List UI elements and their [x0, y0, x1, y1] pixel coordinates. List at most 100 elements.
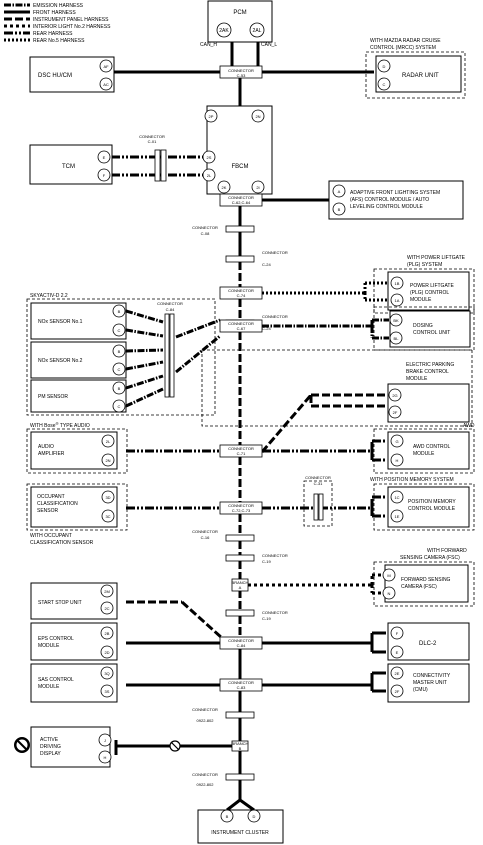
branch-a: BRANCH A [232, 578, 249, 592]
forward-sensing-camera-module: WITH FORWARD SENSING CAMERA (FSC) M N FO… [373, 548, 475, 607]
connector-c53: CONNECTOR C-53 [219, 65, 263, 79]
svg-text:C-24: C-24 [262, 326, 271, 331]
active-driving-display-module: ACTIVE DRIVING DISPLAY J H [14, 726, 112, 768]
svg-text:AWD CONTROL: AWD CONTROL [413, 444, 451, 450]
svg-text:0922-802: 0922-802 [197, 782, 215, 787]
svg-text:WITH POWER LIFTGATE: WITH POWER LIFTGATE [407, 255, 466, 261]
svg-text:(PLG) SYSTEM: (PLG) SYSTEM [407, 262, 442, 268]
branch-b: BRANCH B [232, 740, 249, 752]
legend-instrument-panel: INSTRUMENT PANEL HARNESS [33, 17, 109, 23]
svg-text:G: G [395, 439, 398, 444]
svg-text:PM SENSOR: PM SENSOR [38, 394, 68, 400]
svg-text:C-83: C-83 [237, 685, 246, 690]
svg-text:H: H [396, 458, 399, 463]
svg-text:B: B [118, 309, 121, 314]
svg-text:C-19: C-19 [262, 616, 271, 621]
svg-text:C: C [118, 328, 121, 333]
svg-text:2C: 2C [104, 606, 109, 611]
svg-text:POWER LIFTGATE: POWER LIFTGATE [410, 283, 454, 289]
eps-control-module: EPS CONTROL MODULE 2B 2D [30, 622, 118, 661]
svg-text:C-08: C-08 [201, 231, 210, 236]
svg-text:BRAKE CONTROL: BRAKE CONTROL [406, 369, 449, 375]
svg-text:CAMERA (FSC): CAMERA (FSC) [401, 584, 437, 590]
svg-text:3D: 3D [105, 495, 110, 500]
svg-text:C-31: C-31 [314, 481, 323, 486]
svg-text:MODULE: MODULE [38, 684, 60, 690]
svg-text:CONNECTOR: CONNECTOR [157, 301, 183, 306]
svg-text:CONNECTOR: CONNECTOR [228, 503, 254, 508]
svg-text:D: D [383, 64, 386, 69]
svg-text:C: C [118, 404, 121, 409]
svg-text:CONNECTOR: CONNECTOR [228, 680, 254, 685]
svg-text:AMPLIFIER: AMPLIFIER [38, 451, 65, 457]
pcm-pin-2al: 2AL [253, 28, 262, 34]
svg-text:3Q: 3Q [104, 671, 109, 676]
tcm-module: TCM E F [29, 144, 113, 185]
svg-text:B: B [239, 746, 242, 751]
svg-text:1B: 1B [395, 281, 400, 286]
svg-text:3S: 3S [105, 689, 110, 694]
svg-text:3C: 3C [105, 514, 110, 519]
svg-text:2L: 2L [207, 173, 212, 178]
svg-text:MODULE: MODULE [410, 297, 432, 303]
can-h-label: CAN_H [200, 42, 217, 48]
svg-text:C-71: C-71 [237, 451, 246, 456]
skyactiv-caption: SKYACTIV-D 2.2 [30, 293, 68, 299]
svg-text:2I: 2I [256, 185, 259, 190]
svg-text:J: J [104, 738, 106, 743]
svg-text:CONNECTOR: CONNECTOR [139, 134, 165, 139]
svg-text:2N: 2N [105, 458, 110, 463]
nox-sensor-2-module: NOx SENSOR No.2 B C [30, 341, 127, 379]
svg-text:C-19: C-19 [262, 559, 271, 564]
svg-text:MODULE: MODULE [413, 451, 435, 457]
svg-text:B: B [226, 814, 229, 819]
svg-text:INSTRUMENT CLUSTER: INSTRUMENT CLUSTER [211, 830, 269, 836]
svg-text:DLC-2: DLC-2 [419, 641, 437, 647]
no-entry-icon [14, 737, 30, 753]
svg-text:CONNECTOR: CONNECTOR [228, 446, 254, 451]
audio-amplifier-module: WITH Bose® TYPE AUDIO AUDIO AMPLIFIER 2L… [26, 421, 128, 474]
legend: EMISSION HARNESS FRONT HARNESS INSTRUMEN… [4, 3, 111, 44]
afs-control-module: A B ADAPTIVE FRONT LIGHTING SYSTEM (AFS)… [328, 180, 464, 220]
pcm-label: PCM [233, 10, 246, 16]
svg-text:FORWARD SENSING: FORWARD SENSING [401, 577, 451, 583]
svg-text:2P: 2P [209, 114, 214, 119]
svg-text:AUDIO: AUDIO [38, 444, 54, 450]
connector-c19-upper: CONNECTOR C-19 [225, 553, 288, 564]
svg-text:C-53: C-53 [237, 73, 246, 78]
connector-c62-c64: CONNECTOR C-62,C-64 [219, 193, 263, 207]
radar-label: RADAR UNIT [402, 73, 439, 79]
connector-c72-c73: CONNECTOR C-72,C-73 [219, 501, 263, 515]
nox-sensor-1-module: NOx SENSOR No.1 B C [30, 302, 127, 340]
svg-text:C-24: C-24 [262, 262, 271, 267]
fbcm-label: FBCM [232, 164, 249, 170]
connector-c84: CONNECTOR C-84 [219, 636, 263, 650]
connector-c01: CONNECTOR C-01 [139, 134, 167, 182]
svg-text:SENSING CAMERA (FSC): SENSING CAMERA (FSC) [400, 555, 460, 561]
svg-text:C-01: C-01 [148, 139, 157, 144]
svg-text:B: B [118, 386, 121, 391]
svg-text:2L: 2L [106, 439, 111, 444]
svg-text:CONTROL UNIT: CONTROL UNIT [413, 330, 450, 336]
svg-text:A: A [239, 585, 242, 590]
svg-text:MODULE: MODULE [406, 376, 428, 382]
svg-text:N: N [388, 591, 391, 596]
awd-control-module: AWD G H AWD CONTROL MODULE [373, 423, 475, 474]
svg-text:CONNECTOR: CONNECTOR [192, 707, 218, 712]
svg-text:START STOP UNIT: START STOP UNIT [38, 600, 82, 606]
svg-text:AC: AC [103, 82, 109, 87]
svg-text:NOx SENSOR No.2: NOx SENSOR No.2 [38, 358, 83, 364]
svg-text:A: A [338, 189, 341, 194]
dlc-2-module: F E DLC-2 [387, 622, 470, 661]
svg-text:ELECTRIC PARKING: ELECTRIC PARKING [406, 362, 454, 368]
svg-text:CONNECTOR: CONNECTOR [228, 321, 254, 326]
svg-text:CONNECTOR: CONNECTOR [192, 772, 218, 777]
svg-text:CONNECTOR: CONNECTOR [262, 250, 288, 255]
svg-text:DRIVING: DRIVING [40, 744, 61, 750]
svg-text:E: E [103, 155, 106, 160]
svg-text:2D: 2D [104, 650, 109, 655]
svg-text:C-62,C-64: C-62,C-64 [232, 200, 251, 205]
svg-text:CONNECTOR: CONNECTOR [228, 195, 254, 200]
